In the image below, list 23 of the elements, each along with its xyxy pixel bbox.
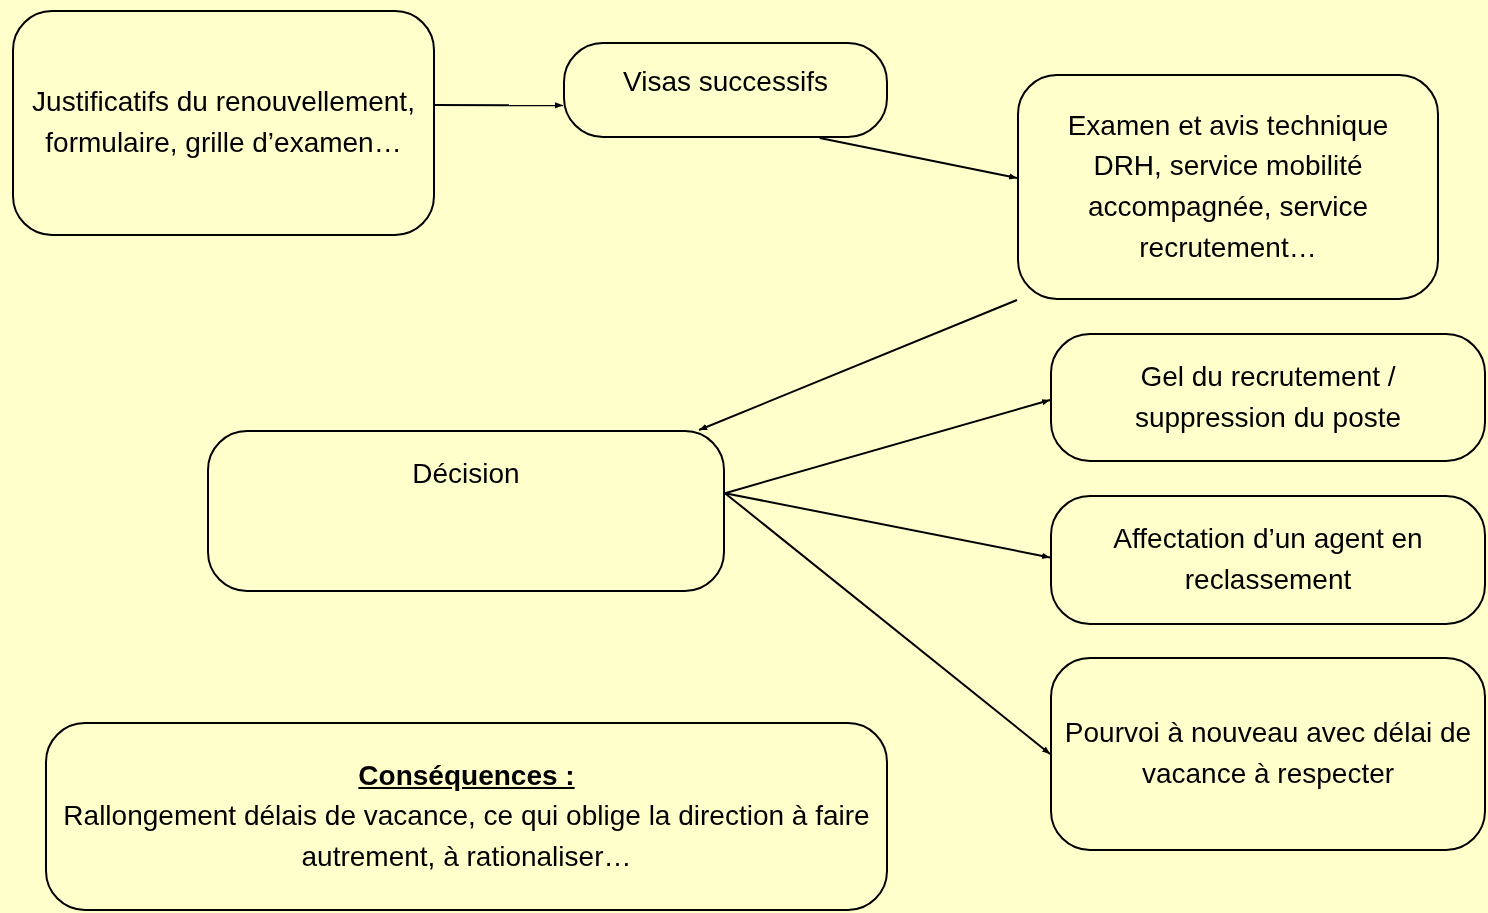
process-box xyxy=(563,42,888,138)
box-text: Pourvoi à nouveau avec délai de vacance à respecter xyxy=(1064,716,1472,791)
process-box xyxy=(207,430,725,592)
box-text: Visas successifs xyxy=(623,65,828,99)
process-box xyxy=(45,722,888,911)
box-text: Gel du recrutement / suppression du poste xyxy=(1133,359,1403,435)
process-box xyxy=(1050,657,1486,851)
arrow xyxy=(724,492,1051,559)
heading: Conséquences : xyxy=(358,758,575,793)
arrow xyxy=(724,399,1051,495)
box-text: Rallongement délais de vacance, ce qui oblige la direction à faire autrement, à rationaliser… xyxy=(62,799,871,874)
process-box xyxy=(1050,333,1486,462)
arrow xyxy=(698,299,1018,431)
arrow xyxy=(818,137,1018,180)
box-text: Décision xyxy=(412,457,520,491)
arrow xyxy=(724,492,1051,755)
process-box xyxy=(1017,74,1439,300)
arrow xyxy=(434,102,564,109)
process-box xyxy=(1050,495,1486,625)
process-box xyxy=(12,10,435,236)
box-text: Justificatifs du renouvellement, formulaire, grille d’examen… xyxy=(31,85,416,160)
box-text: Examen et avis technique DRH, service mobilité accompagnée, service recrutement… xyxy=(1066,108,1390,265)
box-text: Affectation d’un agent en reclassement xyxy=(1112,522,1424,597)
